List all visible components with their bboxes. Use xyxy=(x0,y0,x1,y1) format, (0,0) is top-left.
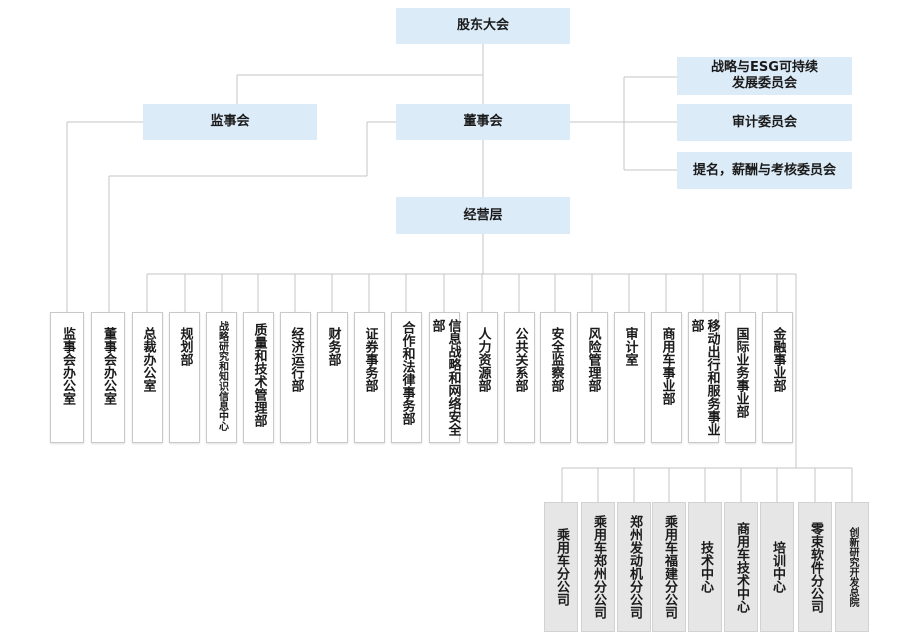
subsidiary-box-zhengzhou-engine: 郑州发动机分公司 xyxy=(617,502,651,632)
subsidiary-label: 技术中心 xyxy=(698,541,713,593)
department-label: 战略研究和知识信息中心 xyxy=(216,321,228,431)
subsidiary-box-innovation-institute: 创新研究开发总院 xyxy=(835,502,869,632)
department-label: 商用车事业部 xyxy=(659,327,675,405)
subsidiary-label: 创新研究开发总院 xyxy=(847,527,858,607)
audit-committee-box: 审计委员会 xyxy=(677,104,852,141)
department-label: 信息战略和网络安全部 xyxy=(429,319,461,436)
department-label: 总裁办公室 xyxy=(140,327,156,392)
department-label: 证券事务部 xyxy=(362,327,378,392)
subsidiary-label: 乘用车福建分公司 xyxy=(662,515,677,619)
department-box-president-office: 总裁办公室 xyxy=(132,312,163,443)
subsidiary-box-passenger-zhengzhou: 乘用车郑州分公司 xyxy=(581,502,615,632)
subsidiary-box-tech-center: 技术中心 xyxy=(688,502,722,632)
department-box-finance-business: 金融事业部 xyxy=(762,312,793,443)
department-box-international: 国际业务事业部 xyxy=(725,312,756,443)
management-box: 经营层 xyxy=(396,197,570,234)
department-box-hr: 人力资源部 xyxy=(467,312,498,443)
department-label: 人力资源部 xyxy=(475,327,491,392)
department-label: 合作和法律事务部 xyxy=(399,321,415,425)
department-label: 金融事业部 xyxy=(770,327,786,392)
management-label: 经营层 xyxy=(463,207,503,223)
department-box-commercial-vehicle: 商用车事业部 xyxy=(651,312,682,443)
department-box-legal: 合作和法律事务部 xyxy=(391,312,422,443)
department-box-planning: 规划部 xyxy=(169,312,200,443)
department-box-board-office: 董事会办公室 xyxy=(91,312,125,443)
board-of-directors-label: 董事会 xyxy=(463,114,503,129)
department-label: 公共关系部 xyxy=(512,327,528,392)
shareholders-meeting-box: 股东大会 xyxy=(396,8,570,44)
department-label: 董事会办公室 xyxy=(101,327,116,405)
supervisory-board-label: 监事会 xyxy=(210,114,250,129)
subsidiary-box-commercial-tech-center: 商用车技术中心 xyxy=(724,502,758,632)
strategy-esg-committee-label: 战略与ESG可持续 发展委员会 xyxy=(711,60,818,91)
department-label: 国际业务事业部 xyxy=(733,327,749,418)
subsidiary-box-training-center: 培训中心 xyxy=(760,502,794,632)
department-box-info-security: 信息战略和网络安全部 xyxy=(429,312,461,443)
department-label: 监事会办公室 xyxy=(60,327,75,405)
nomination-compensation-committee-box: 提名，薪酬与考核委员会 xyxy=(677,152,852,189)
department-box-audit-office: 审计室 xyxy=(614,312,645,443)
department-label: 安全监察部 xyxy=(548,327,564,392)
department-box-mobility: 移动出行和服务事业部 xyxy=(688,312,720,443)
subsidiary-label: 郑州发动机分公司 xyxy=(627,515,642,619)
board-of-directors-box: 董事会 xyxy=(396,104,570,140)
subsidiary-box-passenger-fujian: 乘用车福建分公司 xyxy=(652,502,686,632)
department-label: 审计室 xyxy=(622,327,638,366)
department-box-strategy-research: 战略研究和知识信息中心 xyxy=(206,312,237,443)
department-box-supervisory-office: 监事会办公室 xyxy=(50,312,84,443)
department-label: 风险管理部 xyxy=(585,327,601,392)
department-box-safety: 安全监察部 xyxy=(540,312,571,443)
subsidiary-box-passenger: 乘用车分公司 xyxy=(544,502,578,632)
department-label: 移动出行和服务事业部 xyxy=(688,319,720,436)
department-box-economic-ops: 经济运行部 xyxy=(280,312,311,443)
subsidiary-label: 零束软件分公司 xyxy=(808,521,823,613)
department-label: 经济运行部 xyxy=(288,327,304,392)
department-box-securities: 证券事务部 xyxy=(354,312,385,443)
subsidiary-label: 乘用车分公司 xyxy=(554,528,569,606)
department-label: 财务部 xyxy=(325,327,341,366)
supervisory-board-box: 监事会 xyxy=(143,104,317,140)
subsidiary-label: 乘用车郑州分公司 xyxy=(591,515,606,619)
department-box-risk: 风险管理部 xyxy=(577,312,608,443)
subsidiary-label: 商用车技术中心 xyxy=(734,521,749,613)
shareholders-meeting-label: 股东大会 xyxy=(456,18,509,33)
audit-committee-label: 审计委员会 xyxy=(731,114,797,130)
department-label: 质量和技术管理部 xyxy=(251,323,267,427)
strategy-esg-committee-box: 战略与ESG可持续 发展委员会 xyxy=(677,57,852,95)
department-label: 规划部 xyxy=(177,327,193,366)
department-box-finance: 财务部 xyxy=(317,312,348,443)
nomination-compensation-committee-label: 提名，薪酬与考核委员会 xyxy=(692,162,836,178)
subsidiary-label: 培训中心 xyxy=(770,541,785,593)
department-box-pr: 公共关系部 xyxy=(504,312,535,443)
department-box-quality-tech: 质量和技术管理部 xyxy=(243,312,274,443)
subsidiary-box-zero-software: 零束软件分公司 xyxy=(798,502,832,632)
